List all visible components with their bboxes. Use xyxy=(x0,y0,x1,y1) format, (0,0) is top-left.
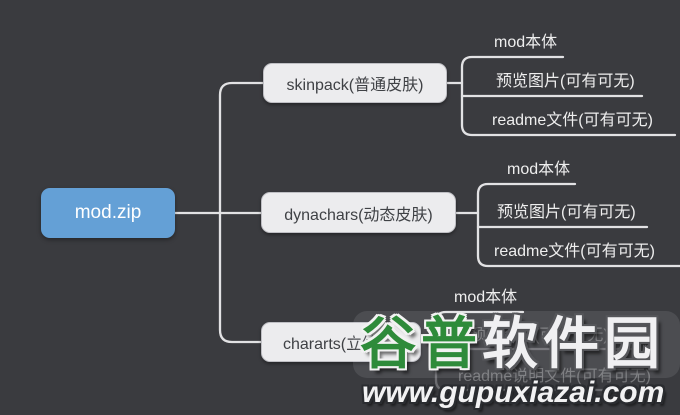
connector-chararts-bracket-hidden xyxy=(419,320,662,392)
connector-dynachars-bracket xyxy=(454,182,680,268)
root-node-modzip[interactable]: mod.zip xyxy=(41,188,175,238)
branch-node-dynachars-label: dynachars(动态皮肤) xyxy=(284,206,433,224)
leaf-dynachars-mod-body[interactable]: mod本体 xyxy=(507,161,571,178)
branch-node-skinpack-label: skinpack(普通皮肤) xyxy=(286,77,424,94)
leaf-chararts-mod-body[interactable]: mod本体 xyxy=(454,289,518,306)
branch-node-chararts[interactable]: chararts(立绘 xyxy=(261,322,421,362)
branch-node-skinpack[interactable]: skinpack(普通皮肤) xyxy=(263,63,447,103)
leaf-dynachars-readme-file[interactable]: readme文件(可有可无) xyxy=(494,243,655,260)
leaf-skinpack-preview-image[interactable]: 预览图片(可有可无) xyxy=(496,73,635,90)
leaf-dynachars-preview-image[interactable]: 预览图片(可有可无) xyxy=(497,204,636,221)
watermark-backdrop xyxy=(353,311,680,378)
branch-node-dynachars[interactable]: dynachars(动态皮肤) xyxy=(261,192,456,233)
connector-root-bracket xyxy=(173,81,265,344)
leaf-chararts-preview-image[interactable]: 预览图片(可有可无) xyxy=(470,327,609,344)
connector-skinpack-bracket xyxy=(445,55,677,137)
leaf-skinpack-mod-body[interactable]: mod本体 xyxy=(494,34,558,51)
watermark-brand-green: 谷普 xyxy=(360,312,482,375)
leaf-skinpack-readme-file[interactable]: readme文件(可有可无) xyxy=(492,112,653,129)
branch-node-chararts-label: chararts(立绘 xyxy=(283,336,379,353)
root-node-label: mod.zip xyxy=(74,202,142,223)
watermark-url: www.gupuxiazai.com xyxy=(362,376,665,409)
leaf-chararts-readme-file[interactable]: readme说明文件(可有可无) xyxy=(458,368,651,385)
connector-chararts-bracket xyxy=(434,310,525,324)
watermark-brand-white: 软件园 xyxy=(482,312,665,375)
watermark-brand: 谷普软件园 xyxy=(360,312,665,376)
